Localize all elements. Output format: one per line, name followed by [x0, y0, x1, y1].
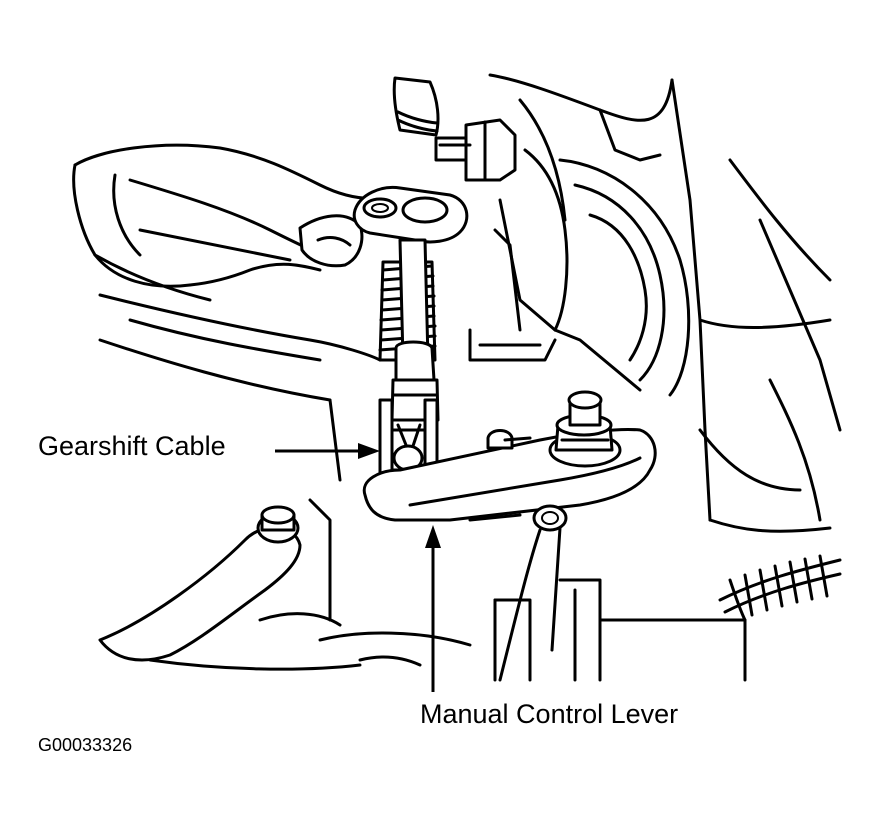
manual-control-lever-shape [362, 390, 657, 682]
cable-spring [378, 238, 440, 422]
lower-structure [98, 338, 842, 682]
figure-id: G00033326 [38, 735, 133, 755]
manual-control-lever-arrowhead [425, 525, 441, 548]
gearshift-cable-label: Gearshift Cable [38, 431, 226, 461]
gearshift-cable-arrowhead [358, 443, 380, 459]
callout-leaders [275, 443, 441, 692]
manual-control-lever-label: Manual Control Lever [420, 699, 679, 729]
upper-shaft [392, 76, 517, 182]
upper-arm [352, 185, 469, 244]
transmission-housing [468, 73, 842, 533]
hand [72, 143, 382, 362]
